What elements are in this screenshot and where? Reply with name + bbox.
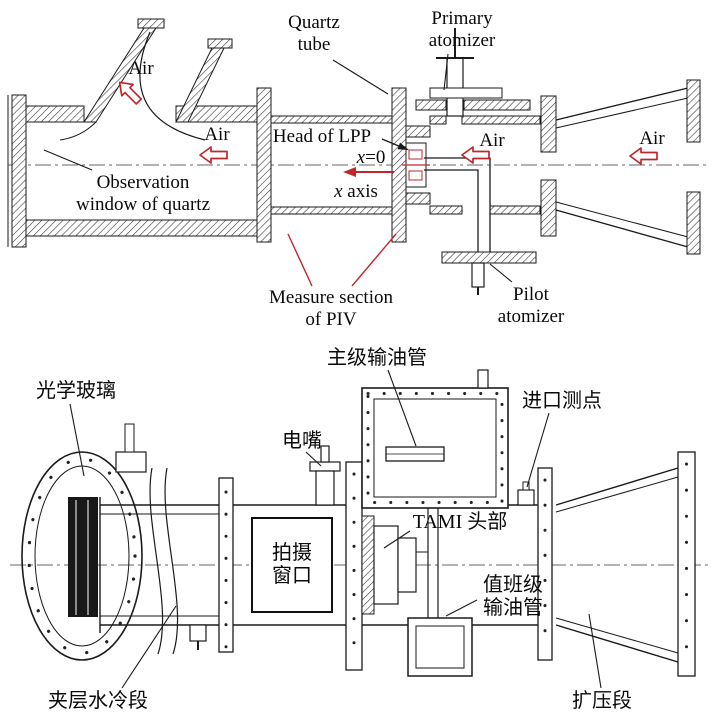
- optical-glass-flange: [21, 451, 143, 661]
- label-diffuser-section: 扩压段: [572, 690, 632, 712]
- label-air-inlet: Air: [639, 128, 665, 149]
- exhaust-bend: [59, 18, 233, 141]
- label-shooting-window: 拍摄 窗口: [272, 542, 312, 587]
- label-air-exhaust: Air: [128, 58, 154, 79]
- label-x-axis: x axis: [334, 181, 378, 203]
- inlet-cone: [540, 79, 701, 255]
- pilot-fuel-assembly: [407, 508, 473, 677]
- flange-1: [218, 477, 234, 653]
- label-tami-head: TAMI 头部: [412, 511, 508, 533]
- label-optical-glass: 光学玻璃: [36, 380, 116, 402]
- label-quartz-tube: Quartz tube: [288, 12, 340, 55]
- inlet-measure-point: [517, 481, 535, 506]
- label-primary-atomizer: Primary atomizer: [428, 8, 496, 51]
- fuel-manifold-housing: [361, 369, 509, 509]
- pilot-atomizer-assembly: [424, 157, 537, 295]
- igniter-plug: [309, 445, 341, 506]
- top-bracket: [115, 423, 147, 473]
- duct-top-wall-a: [429, 115, 447, 125]
- diffuser-cone: [555, 467, 679, 663]
- x-axis-suffix: axis: [342, 181, 378, 202]
- label-observation-window: Observation window of quartz: [75, 172, 211, 215]
- label-pilot-fuel-line: 值班级 输油管: [483, 574, 543, 619]
- label-head-of-lpp: Head of LPP: [272, 126, 372, 147]
- shooting-window-box: [251, 517, 333, 613]
- label-air-left: Air: [204, 124, 230, 145]
- x-variable: x: [356, 147, 366, 168]
- duct-top-wall-b: [461, 115, 541, 125]
- label-igniter: 电嘴: [282, 430, 322, 452]
- chamber-bottom-wall: [25, 219, 266, 237]
- piv-leaders: [287, 233, 397, 287]
- chamber-top-wall-left: [25, 105, 85, 123]
- lpp-head: [402, 125, 431, 205]
- flange-2: [345, 461, 363, 671]
- quartz-tube-section: [256, 87, 407, 243]
- x-zero-suffix: =0: [365, 147, 386, 168]
- lower-drawing: [10, 369, 708, 689]
- label-main-fuel-line: 主级输油管: [327, 347, 427, 369]
- duct-bottom-wall-b: [489, 205, 541, 215]
- x-axis-arrow: [343, 167, 394, 177]
- primary-atomizer-assembly: [415, 28, 531, 117]
- x-variable: x: [334, 181, 343, 202]
- label-pilot-atomizer: Pilot atomizer: [497, 284, 565, 327]
- flange-3: [537, 467, 553, 661]
- lower-leaders: [69, 369, 602, 689]
- drain-fitting: [189, 624, 207, 650]
- label-water-cooling: 夹层水冷段: [48, 690, 148, 712]
- duct-bottom-wall-a: [429, 205, 463, 215]
- upper-leaders: [43, 53, 513, 283]
- tami-head: [361, 515, 428, 615]
- label-measure-section: Measure section of PIV: [269, 287, 393, 330]
- flange-4: [677, 451, 696, 677]
- upper-schematic: [7, 18, 708, 295]
- label-air-mid: Air: [479, 130, 505, 151]
- left-flange: [11, 94, 27, 248]
- label-x-equals-zero: x=0: [357, 147, 386, 169]
- air-arrow-left-duct: [199, 146, 228, 164]
- air-arrow-inlet: [629, 147, 658, 165]
- label-inlet-measure-point: 进口测点: [522, 390, 602, 412]
